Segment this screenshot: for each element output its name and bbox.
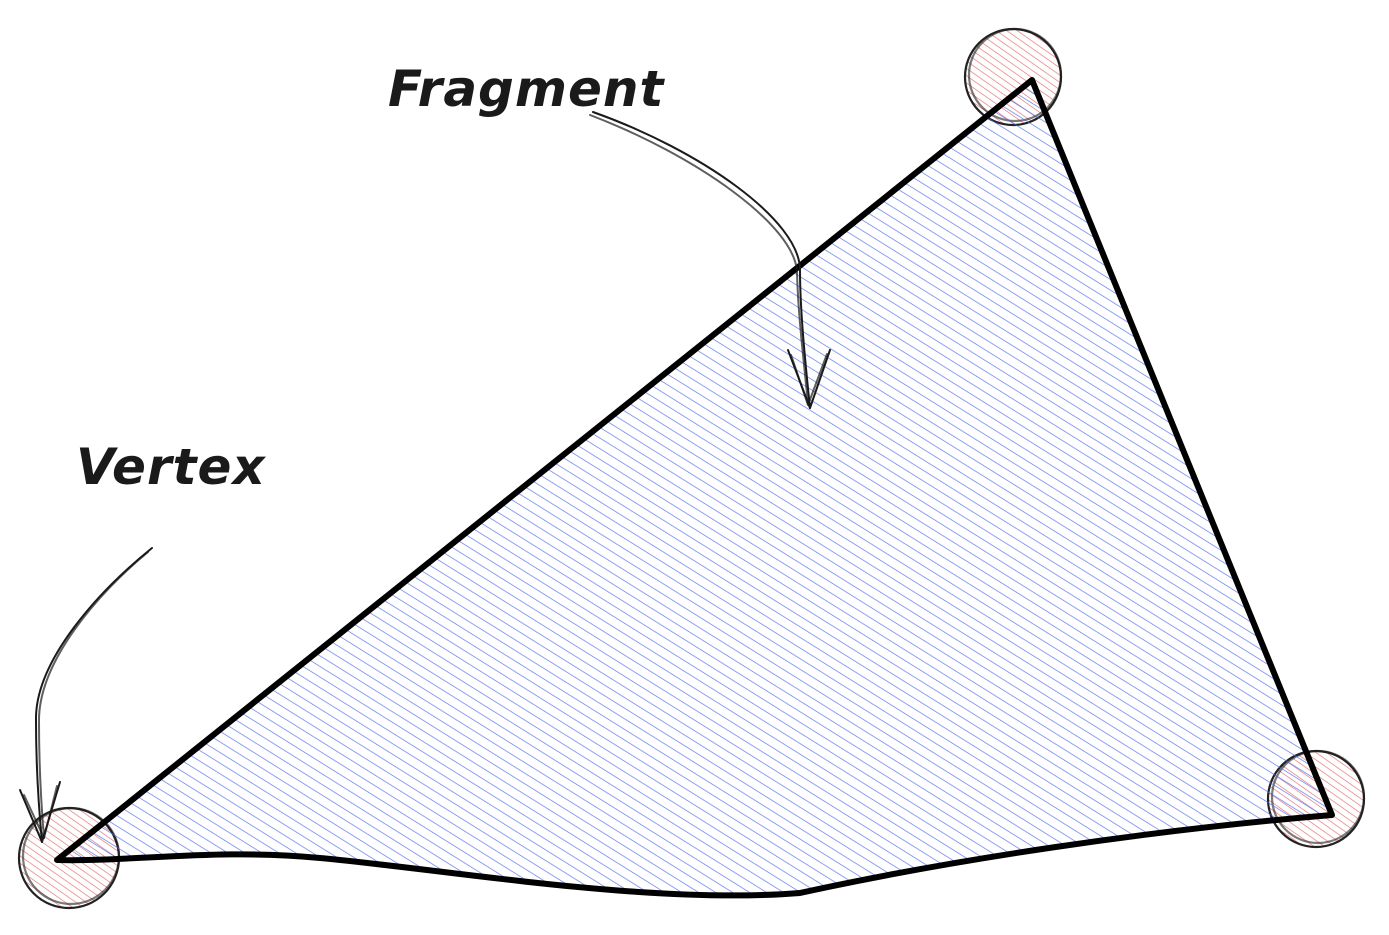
fragment-arrow	[589, 111, 831, 409]
triangle-outline	[54, 77, 1335, 899]
fragment-label: Fragment	[388, 60, 665, 118]
vertex-label: Vertex	[76, 438, 266, 496]
vertex-arrow	[19, 547, 153, 843]
triangle-fragment	[57, 80, 1332, 896]
